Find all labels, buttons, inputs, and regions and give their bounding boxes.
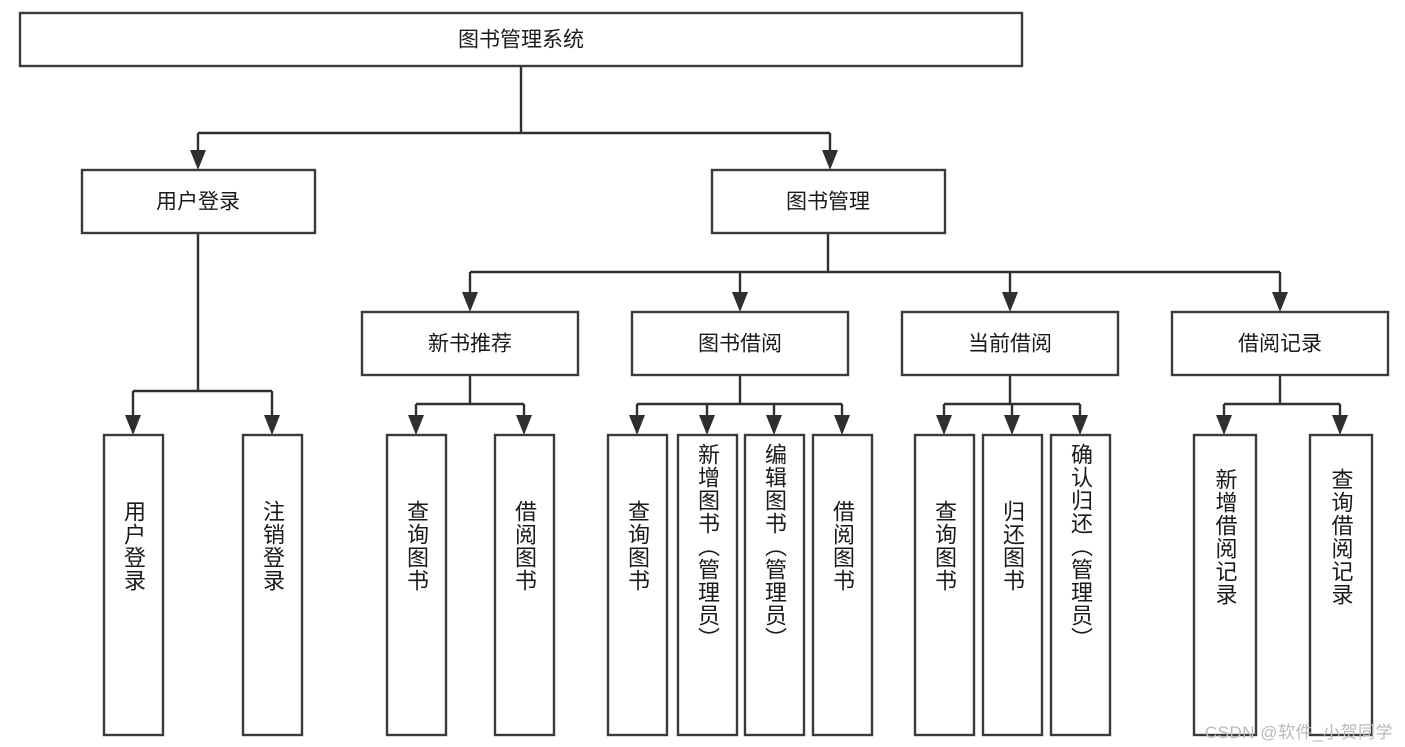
arrow-head-new-book-recommend: [462, 292, 478, 312]
connector-layer: [125, 66, 1348, 435]
node-root-label: 图书管理系统: [458, 29, 584, 52]
node-book-management-label: 图书管理: [786, 191, 870, 214]
node-layer: 图书管理系统 用户登录 图书管理 新书推荐 图书借阅 当前借阅 借阅记录: [18, 11, 1390, 737]
arrow-head-borrow-record: [1272, 292, 1288, 312]
node-book-borrow[interactable]: [630, 310, 850, 377]
arrow-head-leaf-add-book: [699, 415, 715, 435]
arrow-head-leaf-query-book-1: [408, 415, 424, 435]
node-new-book-recommend[interactable]: [360, 310, 580, 377]
node-leaf-user-login[interactable]: [102, 433, 165, 737]
node-leaf-borrow-book-1[interactable]: [493, 433, 556, 737]
arrow-head-leaf-return-book: [1004, 415, 1020, 435]
arrow-head-leaf-user-login: [125, 415, 141, 435]
node-leaf-add-book[interactable]: [676, 433, 739, 737]
arrow-head-leaf-edit-book: [766, 415, 782, 435]
arrow-head-leaf-add-record: [1216, 415, 1232, 435]
arrow-head-leaf-query-book-3: [936, 415, 952, 435]
node-leaf-confirm-return[interactable]: [1049, 433, 1112, 737]
arrow-head-current-borrow: [1002, 292, 1018, 312]
node-user-login-label: 用户登录: [156, 191, 240, 214]
watermark: CSDN @软件_小贺同学: [1204, 723, 1393, 742]
node-leaf-add-record[interactable]: [1192, 433, 1258, 737]
node-leaf-query-book-3[interactable]: [913, 433, 976, 737]
node-book-borrow-label: 图书借阅: [698, 333, 782, 356]
arrow-head-user-login: [190, 150, 206, 170]
node-leaf-borrow-book-2[interactable]: [811, 433, 874, 737]
node-current-borrow[interactable]: [900, 310, 1120, 377]
arrow-head-leaf-logout: [264, 415, 280, 435]
node-new-book-recommend-label: 新书推荐: [428, 333, 512, 356]
node-leaf-logout[interactable]: [241, 433, 304, 737]
arrow-head-leaf-borrow-book-1: [516, 415, 532, 435]
node-borrow-record[interactable]: [1170, 310, 1390, 377]
node-leaf-return-book[interactable]: [981, 433, 1044, 737]
node-leaf-query-book-1[interactable]: [385, 433, 448, 737]
node-book-management[interactable]: [710, 168, 947, 235]
node-root[interactable]: [18, 11, 1024, 68]
node-leaf-query-record[interactable]: [1308, 433, 1374, 737]
arrow-head-book-borrow: [732, 292, 748, 312]
arrow-head-book-management: [822, 150, 838, 170]
node-leaf-edit-book[interactable]: [743, 433, 806, 737]
arrow-head-leaf-query-record: [1332, 415, 1348, 435]
arrow-head-leaf-confirm-return: [1072, 415, 1088, 435]
arrow-head-leaf-borrow-book-2: [834, 415, 850, 435]
node-current-borrow-label: 当前借阅: [968, 333, 1052, 356]
arrow-head-leaf-query-book-2: [629, 415, 645, 435]
node-leaf-query-book-2[interactable]: [606, 433, 669, 737]
node-user-login[interactable]: [80, 168, 317, 235]
node-borrow-record-label: 借阅记录: [1238, 333, 1322, 356]
